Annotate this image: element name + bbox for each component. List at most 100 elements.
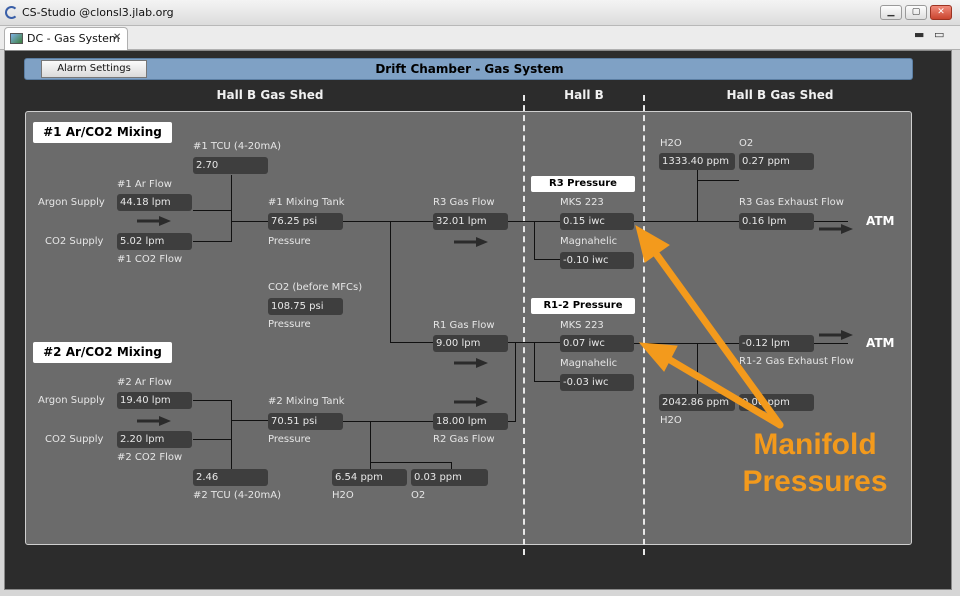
exhaust-r12-flow-value: -0.12 lpm — [739, 335, 814, 352]
mix2-co2-flow-label: #2 CO2 Flow — [117, 452, 183, 463]
pipe — [370, 462, 451, 463]
r2-flow-label: R2 Gas Flow — [433, 434, 495, 445]
pipe — [515, 342, 516, 422]
alarm-settings-button[interactable]: Alarm Settings — [41, 60, 147, 78]
window-titlebar: CS-Studio @clonsl3.jlab.org ▁ ▢ ✕ — [0, 0, 960, 26]
pipe — [231, 175, 232, 242]
pipe — [534, 259, 560, 260]
r3-pressure-title: R3 Pressure — [531, 176, 635, 192]
pipe — [634, 343, 740, 344]
pipe — [231, 221, 269, 222]
flow-arrow-icon — [137, 216, 171, 226]
pipe — [390, 342, 433, 343]
mix2-argon-supply-label: Argon Supply — [38, 395, 105, 406]
pipe — [370, 421, 371, 469]
r1-flow-value: 9.00 lpm — [433, 335, 508, 352]
mix2-o2-value: 0.03 ppm — [411, 469, 488, 486]
pipe — [534, 381, 560, 382]
pipe — [508, 421, 516, 422]
mix2-o2-label: O2 — [411, 490, 426, 501]
mix1-tcu-label: #1 TCU (4-20mA) — [193, 141, 282, 152]
pipe — [634, 221, 740, 222]
r12-mag-value: -0.03 iwc — [560, 374, 634, 391]
mix1-co2-flow-label: #1 CO2 Flow — [117, 254, 183, 265]
r12-mks-label: MKS 223 — [560, 320, 604, 331]
mix1-title: #1 Ar/CO2 Mixing — [33, 122, 172, 143]
pipe — [390, 221, 391, 343]
mix2-tcu-label: #2 TCU (4-20mA) — [193, 490, 282, 501]
co2-before-label: CO2 (before MFCs) — [268, 282, 363, 293]
r2-flow-value: 18.00 lpm — [433, 413, 508, 430]
pipe — [193, 400, 232, 401]
r1-flow-label: R1 Gas Flow — [433, 320, 495, 331]
pipe — [193, 241, 232, 242]
r3-mks-label: MKS 223 — [560, 197, 604, 208]
window-title: CS-Studio @clonsl3.jlab.org — [22, 6, 174, 19]
exhaust-r12-h2o-label: H2O — [660, 415, 682, 426]
page-title: Drift Chamber - Gas System — [375, 62, 564, 76]
pipe — [231, 420, 269, 421]
minimize-button[interactable]: ▁ — [880, 5, 902, 20]
mix1-tcu-value: 2.70 — [193, 157, 268, 174]
pipe — [231, 400, 232, 478]
mix1-co2-flow-value: 5.02 lpm — [117, 233, 192, 250]
tab-dc-gas-system[interactable]: DC - Gas System ✕ — [4, 27, 128, 50]
app-icon — [5, 6, 18, 19]
close-window-button[interactable]: ✕ — [930, 5, 952, 20]
exhaust-r12-h2o-value: 2042.86 ppm — [659, 394, 735, 411]
mix2-co2-supply-label: CO2 Supply — [45, 434, 104, 445]
mix2-h2o-label: H2O — [332, 490, 354, 501]
pipe — [697, 343, 698, 395]
exhaust-r3-h2o-label: H2O — [660, 138, 682, 149]
mix2-tank-value: 70.51 psi — [268, 413, 343, 430]
annotation-pressures: Pressures — [742, 465, 888, 498]
flow-arrow-icon — [819, 330, 853, 340]
pipe — [343, 221, 433, 222]
r3-mag-label: Magnahelic — [560, 236, 618, 247]
flow-arrow-icon — [137, 416, 171, 426]
mix2-tank-pressure-label: Pressure — [268, 434, 311, 445]
flow-arrow-icon — [454, 397, 488, 407]
exhaust-r3-flow-value: 0.16 lpm — [739, 213, 814, 230]
co2-before-value: 108.75 psi — [268, 298, 343, 315]
pipe — [814, 343, 848, 344]
pipe — [534, 221, 535, 260]
divider-right — [643, 95, 645, 555]
mix2-title: #2 Ar/CO2 Mixing — [33, 342, 172, 363]
maximize-view-button[interactable]: ▭ — [934, 28, 945, 41]
r3-mks-value: 0.15 iwc — [560, 213, 634, 230]
flow-arrow-icon — [819, 224, 853, 234]
r12-pressure-title: R1-2 Pressure — [531, 298, 635, 314]
pipe — [534, 342, 535, 382]
mix2-ar-flow-value: 19.40 lpm — [117, 392, 192, 409]
exhaust-r3-o2-label: O2 — [739, 138, 754, 149]
pipe — [193, 439, 232, 440]
r12-mks-value: 0.07 iwc — [560, 335, 634, 352]
mix1-argon-supply-label: Argon Supply — [38, 197, 105, 208]
mix2-co2-flow-value: 2.20 lpm — [117, 431, 192, 448]
mix1-ar-flow-value: 44.18 lpm — [117, 194, 192, 211]
section-middle-title: Hall B — [564, 88, 604, 102]
tab-close-icon[interactable]: ✕ — [113, 32, 122, 43]
pipe — [697, 170, 698, 222]
r3-flow-label: R3 Gas Flow — [433, 197, 495, 208]
header-bar: Drift Chamber - Gas System — [24, 58, 913, 80]
pipe — [814, 221, 848, 222]
mix2-tank-label: #2 Mixing Tank — [268, 396, 345, 407]
maximize-button[interactable]: ▢ — [905, 5, 927, 20]
minimize-view-button[interactable]: ▬ — [914, 28, 925, 41]
r3-atm-label: ATM — [866, 214, 895, 228]
section-left-title: Hall B Gas Shed — [216, 88, 324, 102]
exhaust-r12-flow-label: R1-2 Gas Exhaust Flow — [739, 356, 854, 367]
pipe — [451, 462, 452, 470]
mix1-co2-supply-label: CO2 Supply — [45, 236, 104, 247]
annotation-manifold: Manifold — [753, 428, 877, 461]
co2-before-pressure-label: Pressure — [268, 319, 311, 330]
flow-arrow-icon — [454, 237, 488, 247]
mix1-tank-pressure-label: Pressure — [268, 236, 311, 247]
tab-bar: DC - Gas System ✕ ▬ ▭ — [0, 26, 960, 50]
exhaust-r3-h2o-value: 1333.40 ppm — [659, 153, 735, 170]
r12-mag-label: Magnahelic — [560, 358, 618, 369]
exhaust-r3-o2-value: 0.27 ppm — [739, 153, 814, 170]
mix1-ar-flow-label: #1 Ar Flow — [117, 179, 172, 190]
